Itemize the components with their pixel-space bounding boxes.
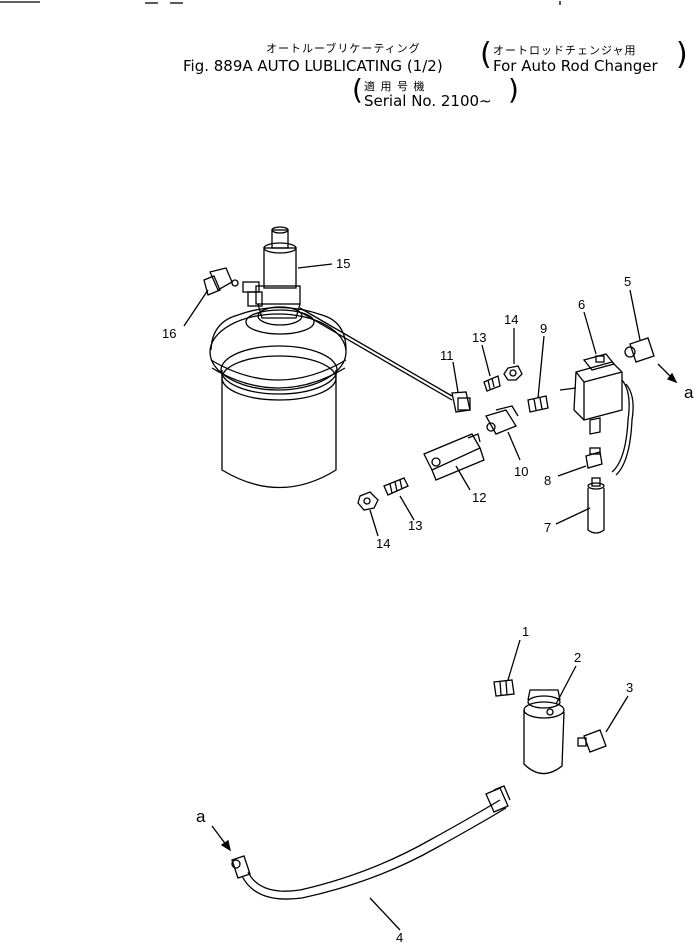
manifold-part-12 <box>423 433 485 481</box>
applicable-japanese: 適 用 号 機 <box>364 80 426 93</box>
fitting-part-9 <box>527 395 549 413</box>
application-bracket-close: ) <box>676 37 688 72</box>
fitting-part-11 <box>451 391 471 413</box>
callout-13-lower: 13 <box>408 518 422 533</box>
nipple-part-13-lower <box>383 477 409 496</box>
nipple-part-13-upper <box>483 375 501 392</box>
callout-1: 1 <box>522 624 529 639</box>
callout-14-upper: 14 <box>504 312 518 327</box>
callout-6: 6 <box>578 297 585 312</box>
tee-fitting-part-10 <box>485 405 519 435</box>
cylinder-part-7 <box>587 477 605 534</box>
callout-14-lower: 14 <box>376 536 390 551</box>
serial-number: Serial No. 2100∼ <box>364 92 492 110</box>
elbow-fitting-part-16 <box>203 267 239 296</box>
callout-15: 15 <box>336 256 350 271</box>
solenoid-valve-part-6 <box>559 353 634 476</box>
callout-2: 2 <box>574 650 581 665</box>
callout-10: 10 <box>514 464 528 479</box>
leader-lines-lower <box>369 639 629 931</box>
figure-title: Fig. 889A AUTO LUBLICATING (1/2) <box>183 57 443 75</box>
callout-12: 12 <box>472 490 486 505</box>
callout-9: 9 <box>540 321 547 336</box>
filter-part-2 <box>523 689 565 775</box>
callout-13-upper: 13 <box>472 330 486 345</box>
nut-part-14-upper <box>503 365 523 381</box>
supply-hose-line <box>299 307 453 401</box>
for-japanese: オートロッドチェンジャ用 <box>493 44 637 57</box>
flow-arrow-top <box>657 363 678 384</box>
title-japanese: オートルーブリケーティング <box>266 42 421 55</box>
serial-bracket: ( <box>352 73 363 106</box>
serial-bracket-close: ) <box>508 73 519 106</box>
application-bracket: ( <box>480 37 492 72</box>
connector-a-bottom: a <box>196 807 206 826</box>
callout-5: 5 <box>624 274 631 289</box>
elbow-part-3 <box>577 729 607 753</box>
plug-part-8 <box>585 447 603 469</box>
callout-16: 16 <box>162 326 176 341</box>
for-english: For Auto Rod Changer <box>493 57 658 75</box>
page-edge-marks <box>0 1 561 5</box>
leader-lines-upper <box>183 263 641 537</box>
callout-4: 4 <box>396 930 403 944</box>
callout-7: 7 <box>544 520 551 535</box>
hose-part-4 <box>231 785 511 900</box>
grease-pump-part-15 <box>209 226 347 489</box>
callout-3: 3 <box>626 680 633 695</box>
nut-part-14-lower <box>357 491 379 511</box>
elbow-part-5 <box>624 337 655 363</box>
flow-arrow-bottom <box>211 825 231 852</box>
connector-a-top: a <box>684 383 694 402</box>
callout-8: 8 <box>544 473 551 488</box>
fitting-part-1 <box>493 679 515 697</box>
callout-11: 11 <box>440 348 454 363</box>
